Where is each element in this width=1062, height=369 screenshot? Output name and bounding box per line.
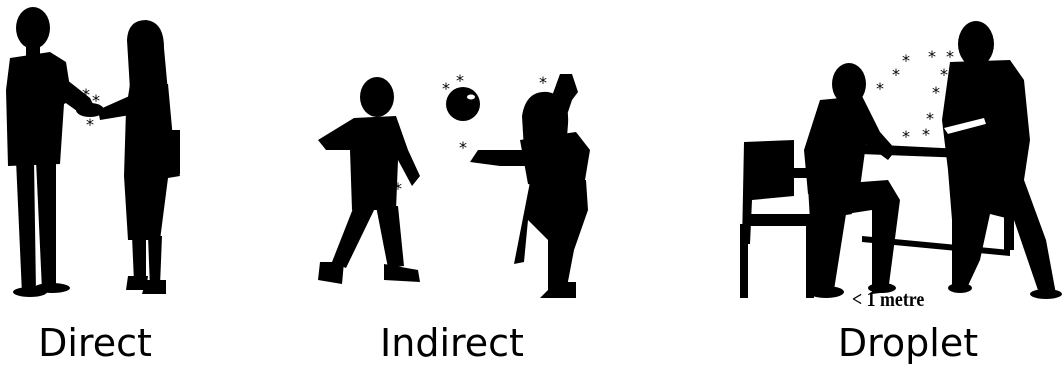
particle-mark: * xyxy=(946,47,954,66)
man-silhouette xyxy=(6,7,96,297)
particle-mark: * xyxy=(902,51,910,70)
label-direct: Direct xyxy=(38,321,152,365)
distance-label: < 1 metre xyxy=(852,287,925,311)
particle-mark: * xyxy=(456,71,464,90)
label-droplet: Droplet xyxy=(837,321,979,365)
standing-man-silhouette xyxy=(942,21,1062,299)
chair xyxy=(740,140,816,298)
woman-silhouette xyxy=(98,20,180,294)
label-indirect: Indirect xyxy=(380,321,524,365)
ball xyxy=(446,87,480,121)
indirect-panel: * * * * * xyxy=(318,71,590,298)
handshake xyxy=(76,103,104,117)
droplet-panel: * * * * * * * * * * xyxy=(740,21,1062,299)
droplet-particles: * * * * * * * * * * xyxy=(876,47,954,146)
seated-man-silhouette xyxy=(804,63,900,298)
particle-mark: * xyxy=(442,79,450,98)
particle-mark: * xyxy=(932,83,940,102)
particle-mark: * xyxy=(902,127,910,146)
particle-mark: * xyxy=(928,47,936,66)
particle-mark: * xyxy=(459,138,467,157)
girl-silhouette xyxy=(470,74,590,298)
direct-particles: * * * xyxy=(82,85,100,134)
direct-panel: * * * xyxy=(6,7,180,297)
boy-silhouette xyxy=(318,77,420,284)
particle-mark: * xyxy=(539,73,547,92)
particle-mark: * xyxy=(82,85,90,104)
particle-mark: * xyxy=(892,65,900,84)
particle-mark: * xyxy=(876,79,884,98)
particle-mark: * xyxy=(940,65,948,84)
particle-mark: * xyxy=(86,115,94,134)
particle-mark: * xyxy=(92,91,100,110)
particle-mark: * xyxy=(922,125,930,144)
particle-mark: * xyxy=(394,179,402,198)
particle-mark: * xyxy=(926,109,934,128)
indirect-particles: * * * * * xyxy=(394,71,547,198)
